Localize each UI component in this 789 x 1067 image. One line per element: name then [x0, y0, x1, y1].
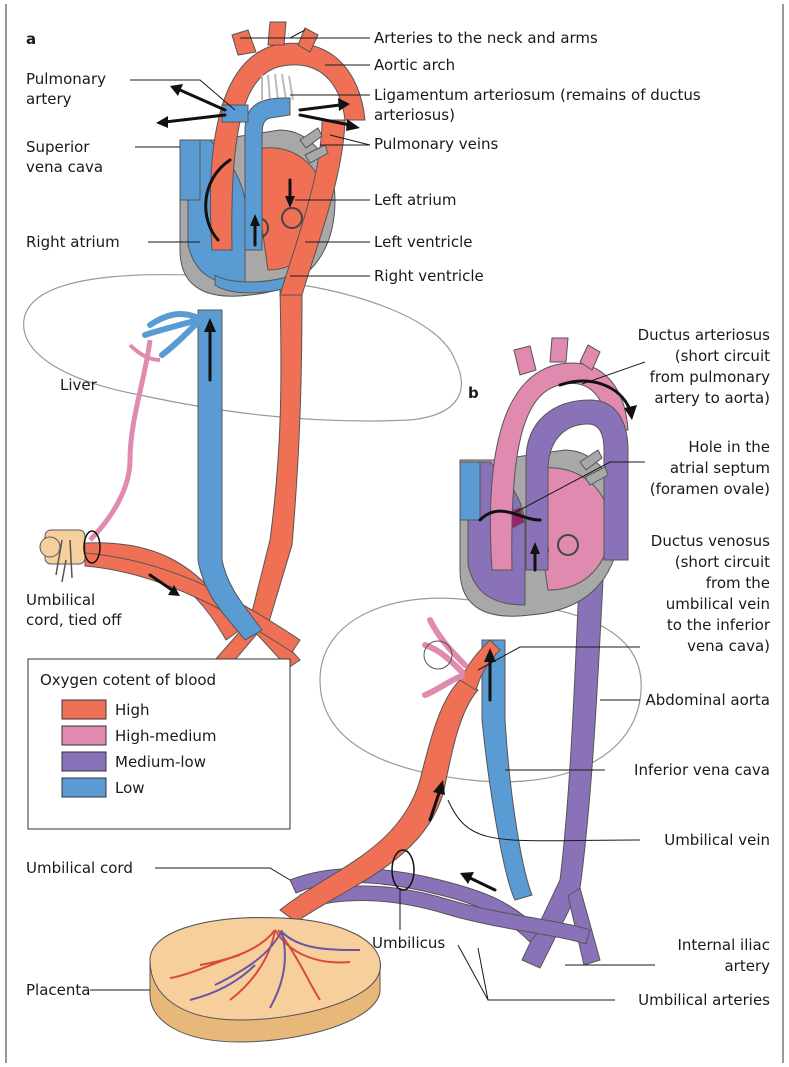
label-ligamentum-1: Ligamentum arteriosum (remains of ductus [374, 86, 701, 104]
inferior-vena-cava-a [198, 310, 262, 640]
placenta-b [150, 918, 380, 1042]
ligamentum-arteriosum-a [262, 74, 293, 100]
label-left-atrium: Left atrium [374, 191, 457, 209]
label-internal-iliac-2: artery [724, 957, 770, 975]
legend-title: Oxygen cotent of blood [40, 671, 216, 689]
label-placenta: Placenta [26, 981, 90, 999]
legend-swatch-high-medium [62, 726, 106, 745]
label-ductus-venosus-3: from the [706, 574, 770, 592]
legend: Oxygen cotent of blood High High-medium … [28, 659, 290, 829]
label-ductus-venosus-5: to the inferior [667, 616, 771, 634]
legend-swatch-high [62, 700, 106, 719]
label-umbilical-arteries: Umbilical arteries [638, 991, 770, 1009]
label-aortic-arch: Aortic arch [374, 56, 455, 74]
label-svc-1: Superior [26, 138, 90, 156]
liver-outline-a [24, 275, 462, 421]
legend-label-medium-low: Medium-low [115, 753, 206, 771]
label-right-ventricle: Right ventricle [374, 267, 484, 285]
panel-a-letter: a [26, 30, 36, 48]
legend-label-high: High [115, 701, 149, 719]
label-foramen-2: atrial septum [670, 459, 770, 477]
label-internal-iliac-1: Internal iliac [677, 936, 770, 954]
ligamentum-venosum-a [130, 345, 160, 360]
label-ductus-arteriosus-3: from pulmonary [650, 368, 771, 386]
abdominal-aorta-b [522, 560, 604, 968]
label-right-atrium: Right atrium [26, 233, 120, 251]
hepatic-veins-a [145, 314, 198, 355]
label-ductus-arteriosus-4: artery to aorta) [654, 389, 770, 407]
legend-swatch-low [62, 778, 106, 797]
label-foramen-1: Hole in the [688, 438, 770, 456]
label-pulmonary-veins: Pulmonary veins [374, 135, 499, 153]
superior-vena-cava-b [460, 462, 480, 520]
legend-label-low: Low [115, 779, 145, 797]
label-foramen-3: (foramen ovale) [650, 480, 770, 498]
legend-swatch-medium-low [62, 752, 106, 771]
label-cord-2: cord, tied off [26, 611, 122, 629]
label-umbilicus: Umbilicus [372, 934, 445, 952]
legend-label-high-medium: High-medium [115, 727, 217, 745]
pulmonary-branch-a [222, 105, 248, 122]
label-ductus-venosus-4: umbilical vein [666, 595, 770, 613]
label-pulmonary-artery-2: artery [26, 90, 72, 108]
descending-aorta-a [250, 290, 302, 625]
panel-b-letter: b [468, 384, 479, 402]
label-ductus-arteriosus-2: (short circuit [675, 347, 770, 365]
superior-vena-cava-a [180, 140, 200, 200]
label-abdominal-aorta: Abdominal aorta [645, 691, 770, 709]
label-ligamentum-2: arteriosus) [374, 106, 455, 124]
umbilical-vein-remnant-a [90, 340, 150, 540]
label-ductus-arteriosus-1: Ductus arteriosus [638, 326, 771, 344]
label-svc-2: vena cava [26, 158, 103, 176]
label-ductus-venosus-2: (short circuit [675, 553, 770, 571]
label-umbilical-cord: Umbilical cord [26, 859, 133, 877]
label-pulmonary-artery-1: Pulmonary [26, 70, 106, 88]
label-cord-1: Umbilical [26, 591, 95, 609]
label-arteries-neck-arms: Arteries to the neck and arms [374, 29, 598, 47]
label-liver: Liver [60, 376, 98, 394]
label-ivc: Inferior vena cava [634, 761, 770, 779]
label-ductus-venosus-1: Ductus venosus [651, 532, 770, 550]
label-ductus-venosus-6: vena cava) [687, 637, 770, 655]
label-left-ventricle: Left ventricle [374, 233, 472, 251]
label-umbilical-vein: Umbilical vein [664, 831, 770, 849]
